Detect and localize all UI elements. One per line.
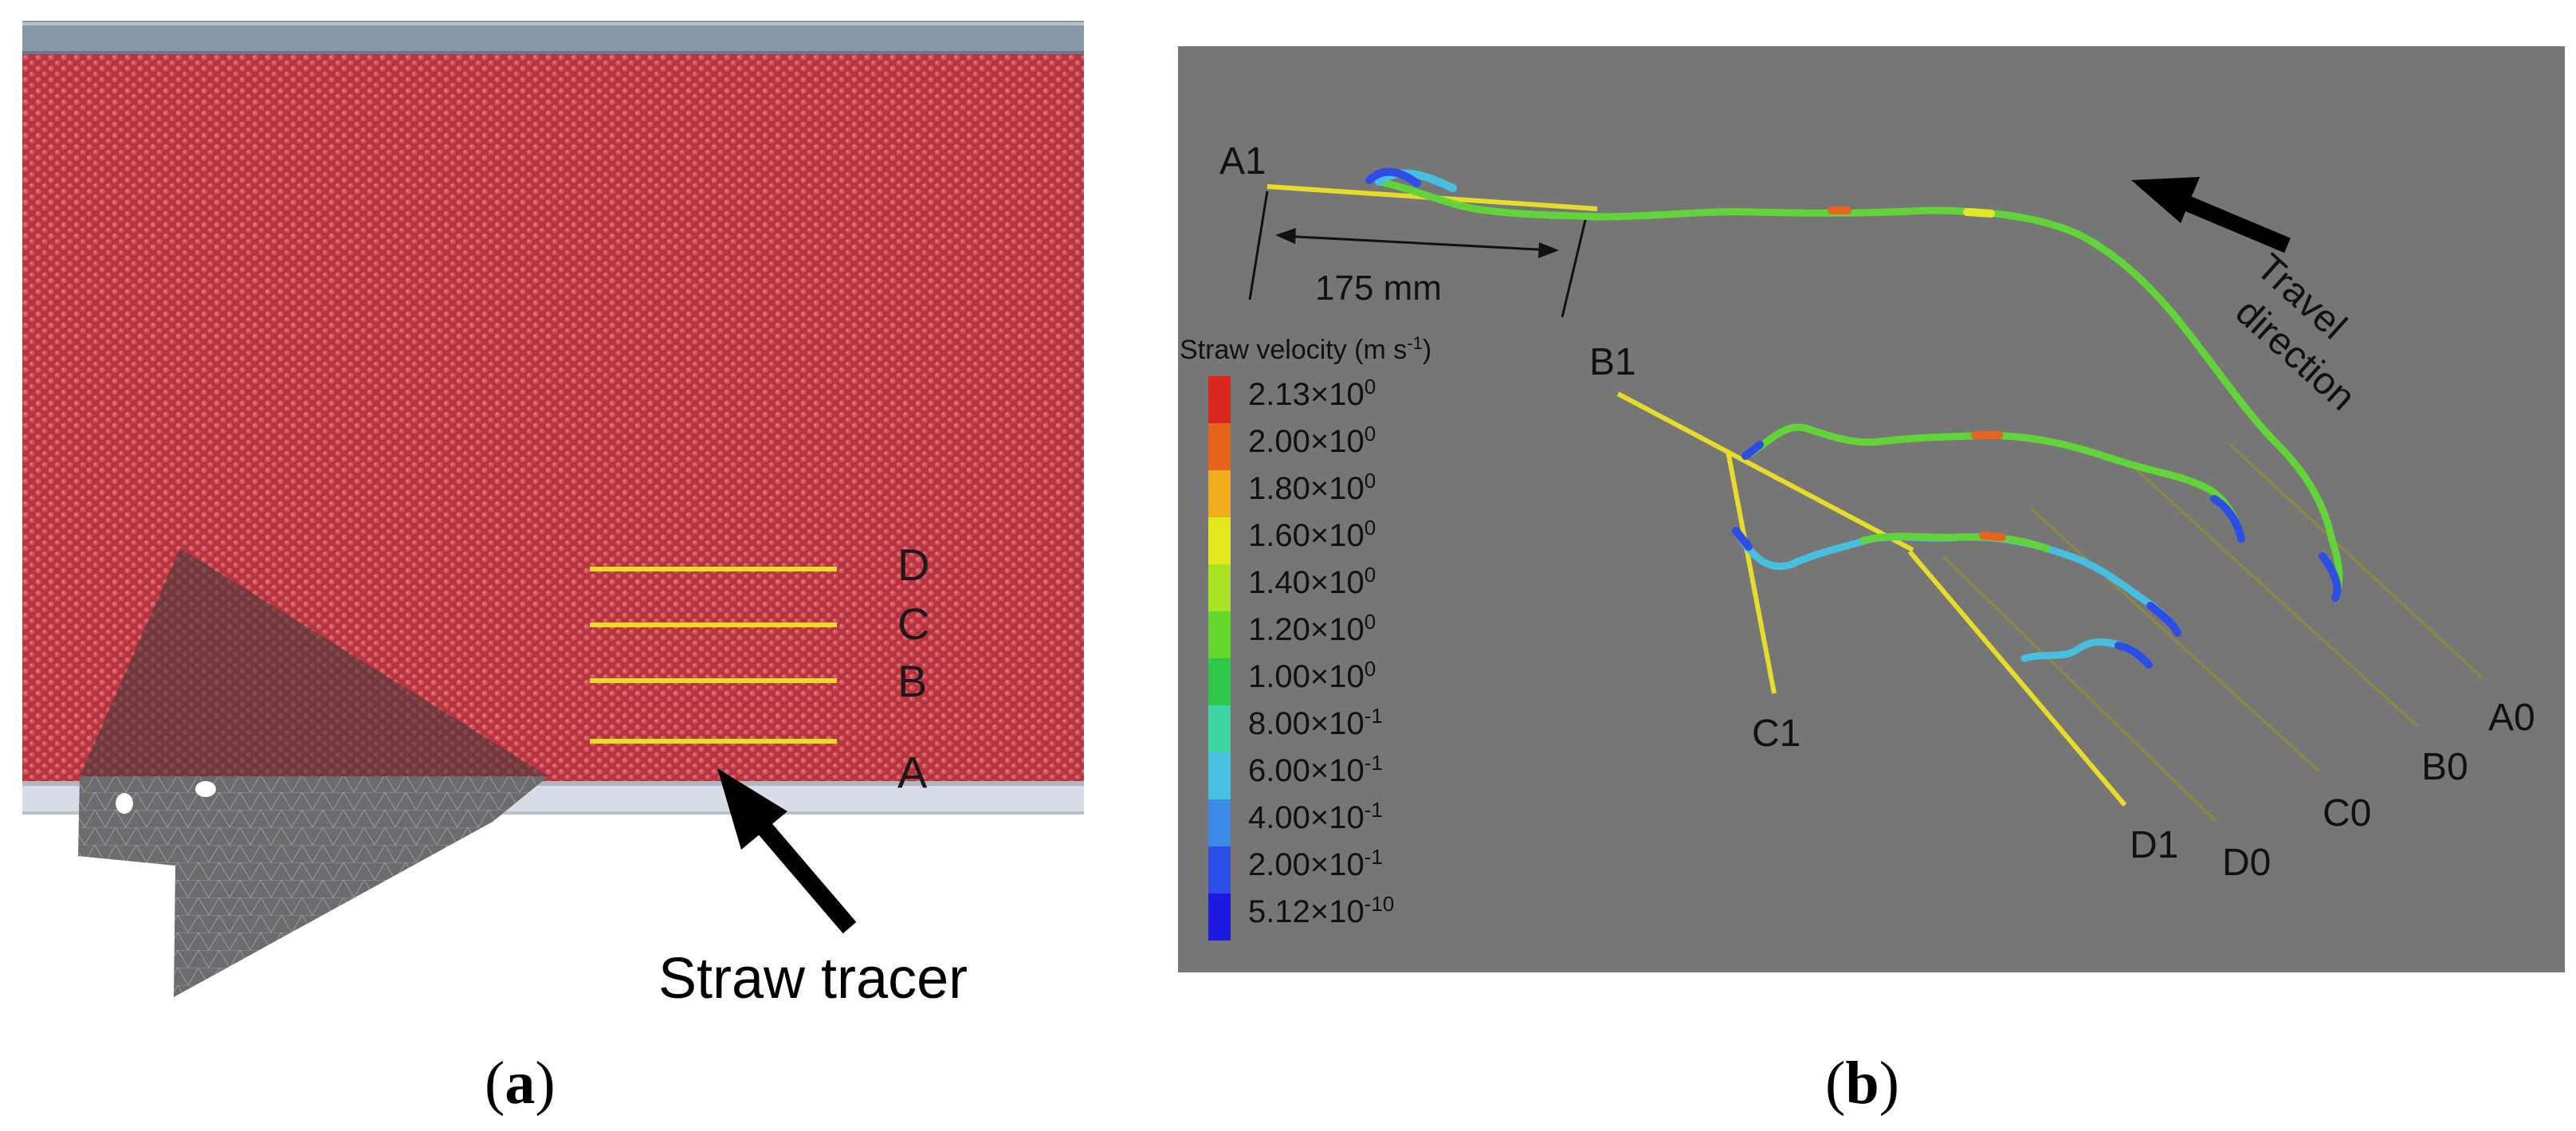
point-label-b1: B1 xyxy=(1589,341,1636,383)
point-label-b0: B0 xyxy=(2421,746,2468,788)
legend-swatch xyxy=(1208,564,1231,611)
tracer-label-b: B xyxy=(897,656,927,706)
panel-b-svg: 175 mm xyxy=(1178,46,2565,972)
panel-b-background xyxy=(1178,46,2565,972)
sweep-tool xyxy=(78,548,548,997)
velocity-legend: 2.13×100 2.00×100 1.80×100 1.60×100 1.40×100… xyxy=(1208,375,1394,941)
trajectory-b xyxy=(1742,423,2245,543)
tracer-label-d: D xyxy=(897,540,929,590)
trajectory-d xyxy=(2020,638,2153,669)
point-label-a0: A0 xyxy=(2488,697,2535,739)
caption-a: (a) xyxy=(485,1050,556,1117)
point-label-a1: A1 xyxy=(1219,140,1266,183)
point-label-c0: C0 xyxy=(2323,792,2371,835)
legend-value: 5.12×10-10 xyxy=(1248,892,1394,929)
travel-direction-arrow xyxy=(2131,177,2291,253)
legend-value: 4.00×10-1 xyxy=(1248,798,1383,835)
tracer-label-a: A xyxy=(897,747,928,797)
scale-bar xyxy=(1281,234,1553,252)
legend-value: 1.40×100 xyxy=(1248,563,1376,600)
legend-value: 2.13×100 xyxy=(1248,375,1376,412)
legend-swatch xyxy=(1208,752,1231,799)
scale-label: 175 mm xyxy=(1315,269,1442,308)
legend-value: 1.60×100 xyxy=(1248,516,1376,553)
legend-value: 1.20×100 xyxy=(1248,610,1376,647)
tracer-c1 xyxy=(1726,450,1777,694)
legend-swatch xyxy=(1208,423,1231,470)
legend-swatch xyxy=(1208,517,1231,564)
tracer-b1 xyxy=(1616,391,1914,552)
legend-value: 1.00×100 xyxy=(1248,657,1376,694)
point-label-d1: D1 xyxy=(2130,824,2178,866)
guide-lines xyxy=(1942,443,2484,823)
legend-swatch xyxy=(1208,893,1231,941)
legend-value: 2.00×100 xyxy=(1248,422,1376,459)
legend-swatch xyxy=(1208,705,1231,752)
panel-a-simulation: D C B A Straw tracer xyxy=(22,21,1084,1017)
legend-swatch xyxy=(1208,470,1231,517)
legend-swatch xyxy=(1208,799,1231,846)
legend-swatch xyxy=(1208,611,1231,658)
point-label-c1: C1 xyxy=(1752,713,1800,755)
tracer-label-c: C xyxy=(897,599,929,649)
caption-b: (b) xyxy=(1825,1050,1899,1117)
legend-swatch xyxy=(1208,376,1231,423)
bolt-hole xyxy=(195,781,216,797)
trajectory-c xyxy=(1732,527,2181,637)
bolt-hole xyxy=(116,793,133,814)
tracer-d1 xyxy=(1907,550,2127,807)
legend-value: 6.00×10-1 xyxy=(1248,751,1383,788)
panel-a-svg: D C B A Straw tracer xyxy=(22,21,1084,1011)
top-plate xyxy=(22,21,1084,54)
straw-tracer-arrow xyxy=(717,768,857,934)
trajectory-a xyxy=(1365,167,2343,602)
legend-value: 8.00×10-1 xyxy=(1248,704,1383,741)
straw-tracer-label: Straw tracer xyxy=(658,947,968,1011)
legend-value: 1.80×100 xyxy=(1248,469,1376,506)
legend-swatch xyxy=(1208,846,1231,893)
panel-b-trajectories: 175 mm xyxy=(1178,46,2565,972)
legend-title: Straw velocity (m s-1) xyxy=(1180,333,1431,365)
point-label-d0: D0 xyxy=(2222,842,2271,884)
legend-value: 2.00×10-1 xyxy=(1248,845,1383,882)
legend-swatch xyxy=(1208,658,1231,705)
